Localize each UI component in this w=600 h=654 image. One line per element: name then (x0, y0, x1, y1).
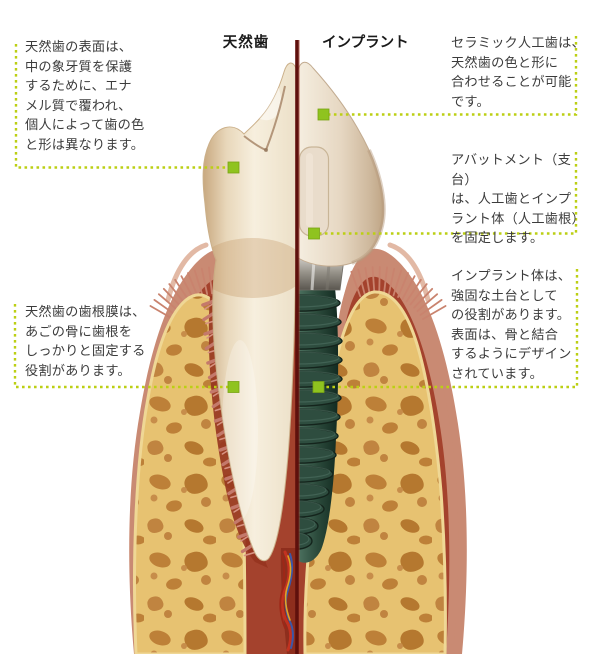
marker-periodontal (227, 381, 240, 393)
note-abutment: アバットメント（支台） は、人工歯とインプ ラント体（人工歯根） を固定します。 (451, 152, 585, 246)
marker-ceramic-crown (317, 108, 330, 121)
connector-periodontal (13, 304, 233, 389)
screw-access-channel (298, 146, 330, 237)
note-implant-body: インプラント体は、 強固な土台として の役割があります。 表面は、骨と結合 する… (451, 268, 572, 381)
note-periodontal-membrane: 天然歯の歯根膜は、 あごの骨に歯根を しっかりと固定する 役割があります。 (25, 304, 146, 378)
label-natural-tooth: 天然歯 (222, 35, 270, 51)
marker-abutment (308, 227, 320, 240)
gum-fiber-texture-right (350, 266, 447, 320)
connector-abutment (320, 152, 578, 235)
note-ceramic-crown: セラミック人工歯は、 天然歯の色と形に 合わせることが可能 です。 (451, 35, 585, 109)
implant (296, 61, 386, 563)
connector-ceramic-crown (329, 36, 578, 116)
implant-screw-threads (297, 294, 343, 550)
annotation-layer (13, 36, 579, 393)
label-implant: インプラント (322, 35, 409, 51)
root-apex-vessels (279, 548, 296, 654)
marker-enamel (227, 161, 240, 174)
marker-implant-body (312, 381, 325, 393)
note-enamel: 天然歯の表面は、 中の象牙質を保護 するために、エナ メル質で覆われ、 個人によ… (25, 39, 145, 152)
center-divider-line (295, 40, 299, 654)
